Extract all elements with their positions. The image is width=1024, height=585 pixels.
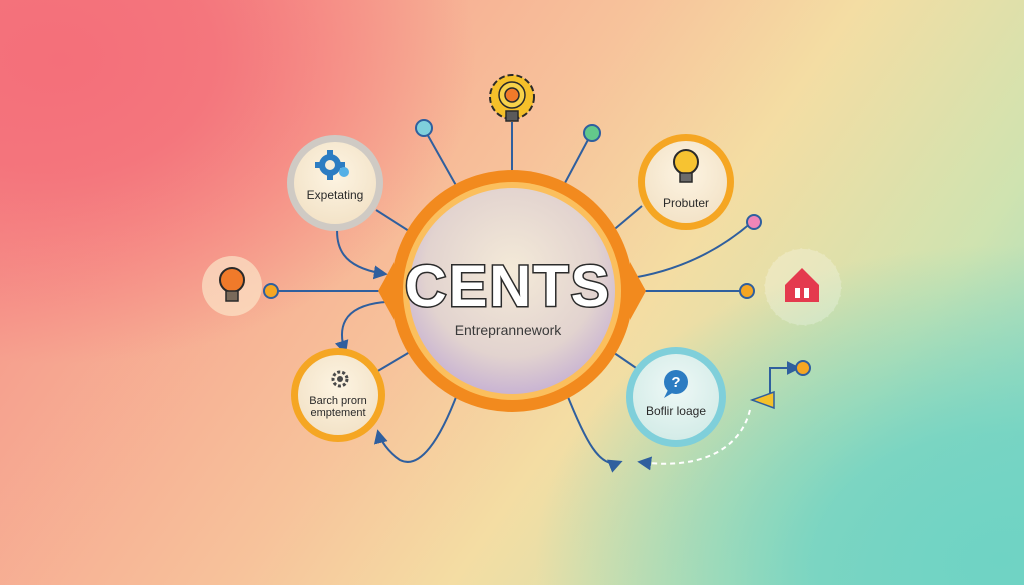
lightbulb-gear-icon-base <box>505 110 519 122</box>
question-icon-mark: ? <box>671 374 680 391</box>
dashed-return <box>637 409 751 471</box>
gear-icon-tooth-bottom <box>327 174 333 180</box>
gear-icon-small <box>339 167 349 177</box>
dot-top-left <box>415 119 433 137</box>
lightbulb-icon-base <box>679 172 693 183</box>
center-title: CENTS <box>403 254 612 319</box>
dot-top-right <box>583 124 601 142</box>
node-top-right-label: Probuter <box>662 196 710 210</box>
right-house-node <box>764 248 842 326</box>
lightbulb-icon-base <box>225 290 239 302</box>
connector-right-pink <box>631 221 753 279</box>
gear-icon-hole <box>337 376 343 382</box>
arrow-bottom-left <box>334 301 386 355</box>
node-bottom-left-label-line1: Barch prorn <box>309 395 367 407</box>
node-bottom-left-label: Barch prorn emptement <box>294 395 382 419</box>
node-top-right <box>638 134 734 230</box>
center-hub-disc <box>409 188 615 394</box>
question-icon-bubble <box>664 370 688 394</box>
dot-far-right <box>795 360 811 376</box>
node-bottom-left-label-line2: emptement <box>310 407 366 419</box>
node-bottom-right: ? <box>626 347 726 447</box>
arrow-far-right <box>752 361 801 401</box>
question-icon-tail <box>664 390 674 398</box>
question-icon: ? <box>664 370 688 398</box>
gear-icon-body <box>331 370 349 388</box>
lightbulb-gear-icon-core <box>504 87 520 103</box>
node-top-left-label: Expetating <box>306 188 364 202</box>
node-bottom-left <box>291 348 385 442</box>
house-icon-door-right <box>804 288 809 298</box>
dot-right <box>739 283 755 299</box>
dot-left <box>263 283 279 299</box>
house-icon <box>785 268 819 302</box>
house-icon-shape <box>785 268 819 302</box>
gear-icon-tooth-right <box>339 162 345 168</box>
center-hub <box>378 170 646 412</box>
dot-right-pink <box>746 214 762 230</box>
center-hub-tab-right <box>630 262 646 320</box>
gear-icon <box>331 370 349 388</box>
gear-icon <box>315 150 349 180</box>
arrow-bottom-right <box>565 391 623 473</box>
house-icon-door-left <box>795 288 800 298</box>
node-bottom-right-disc <box>633 354 719 440</box>
gear-icon-hole <box>325 160 335 170</box>
node-bottom-right-label: Boflir loage <box>645 404 707 418</box>
lightbulb-icon <box>673 149 699 183</box>
center-subtitle: Entreprannework <box>454 322 562 338</box>
triangle-marker-icon <box>749 390 775 410</box>
center-hub-tab-left <box>378 262 394 320</box>
lightbulb-icon <box>219 267 245 302</box>
connector-dots <box>263 119 811 376</box>
gear-icon-tooth-top <box>327 150 333 156</box>
node-bottom-left-disc <box>298 355 378 435</box>
arrow-bottom-center <box>373 391 459 463</box>
node-top-left-disc <box>294 142 376 224</box>
lightbulb-gear-icon <box>489 74 535 122</box>
gear-icon-tooth-left <box>315 162 321 168</box>
lightbulb-icon-bulb <box>673 149 699 175</box>
lightbulb-icon-bulb <box>219 267 245 293</box>
left-bulb-node <box>202 256 262 316</box>
node-top-left <box>287 135 383 231</box>
